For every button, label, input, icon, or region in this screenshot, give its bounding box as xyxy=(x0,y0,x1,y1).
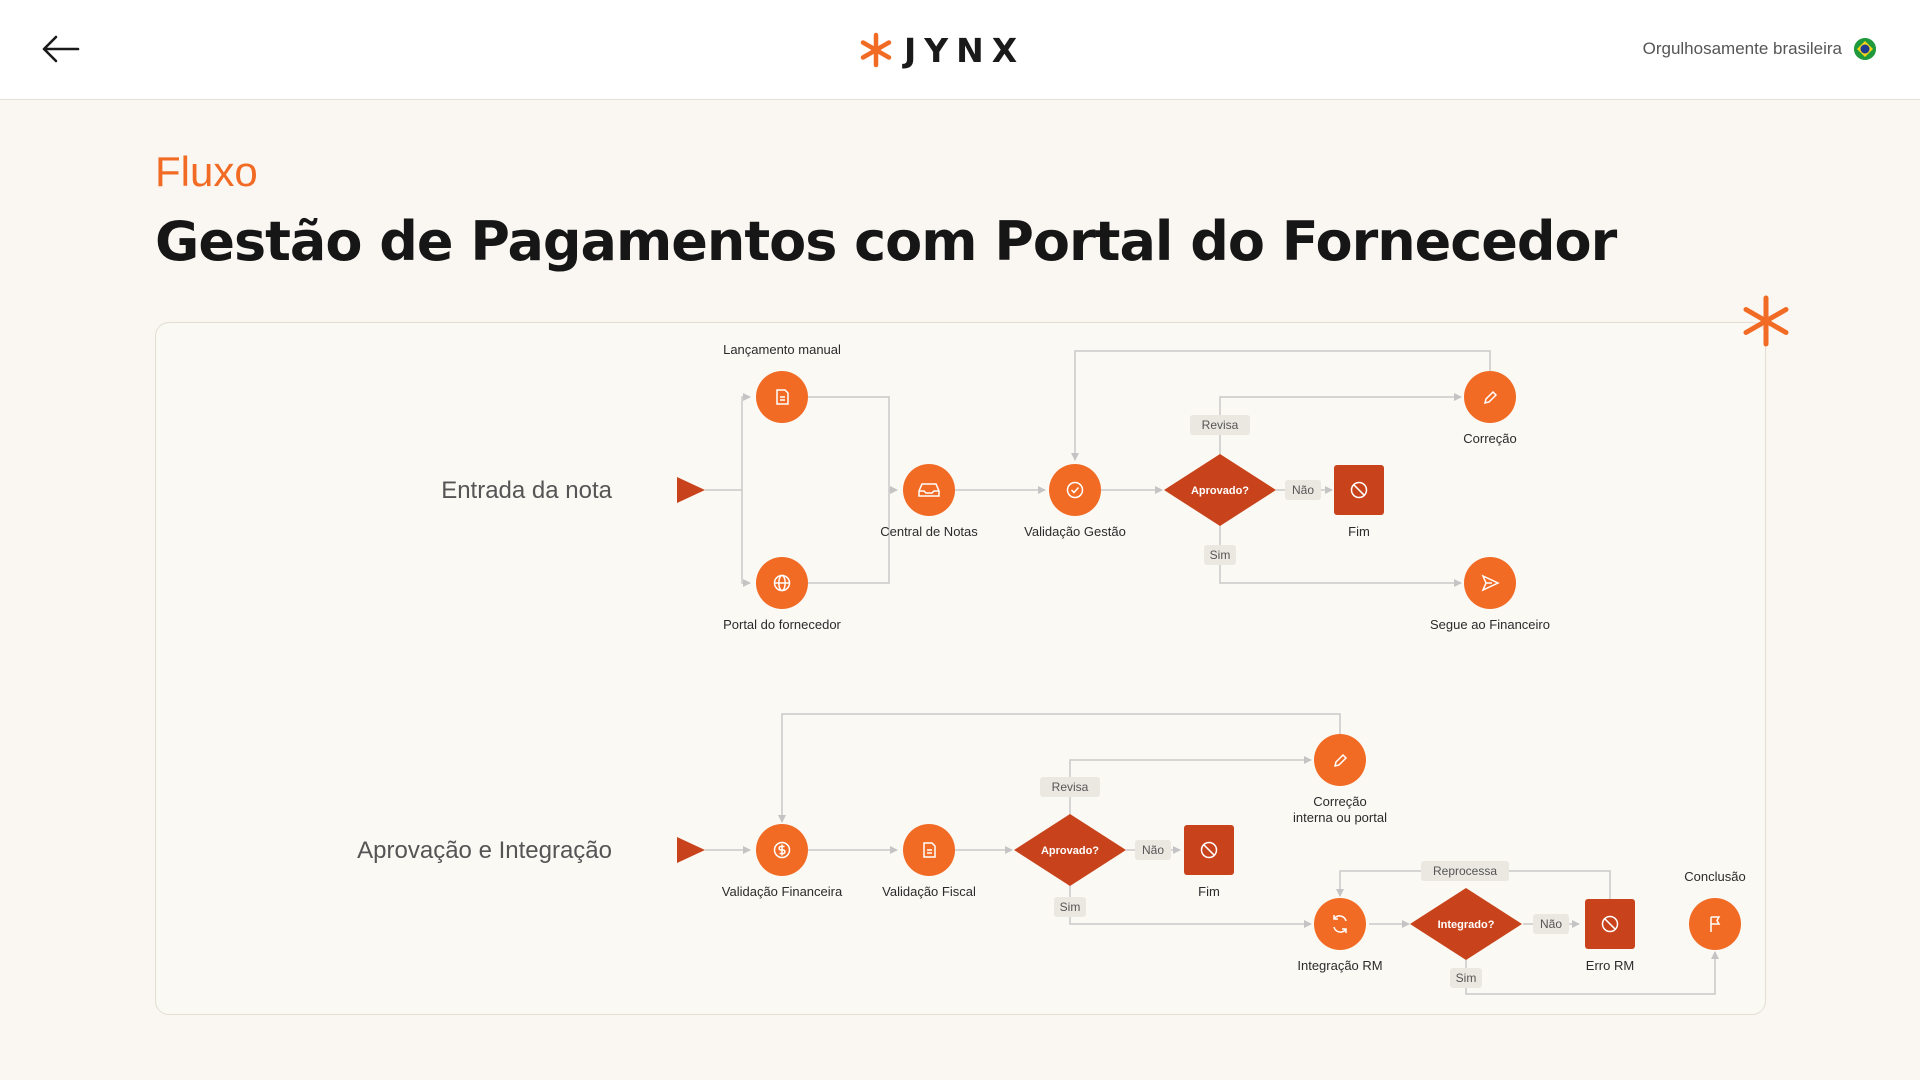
block-icon xyxy=(1200,841,1218,859)
node-correcao[interactable]: Correção xyxy=(1463,371,1517,446)
node-portal-fornecedor[interactable]: Portal do fornecedor xyxy=(723,557,842,632)
node-label: Validação Gestão xyxy=(1024,524,1126,539)
lane-label-aprovacao: Aprovação e Integração xyxy=(357,837,612,864)
svg-text:Sim: Sim xyxy=(1210,548,1231,562)
dollar-icon xyxy=(773,841,791,859)
node-label: Conclusão xyxy=(1684,869,1745,884)
refresh-icon xyxy=(1333,915,1347,933)
document-icon xyxy=(923,842,936,858)
node-label: Erro RM xyxy=(1586,958,1634,973)
node-validacao-financeira[interactable]: Validação Financeira xyxy=(722,824,843,899)
node-label: Correção xyxy=(1313,794,1366,809)
asterisk-logo-icon xyxy=(860,32,892,68)
edge-aprovado-integracao xyxy=(1069,885,1312,928)
back-arrow-icon[interactable] xyxy=(40,32,80,66)
edge-correcao-validacao xyxy=(1071,350,1491,461)
node-validacao-gestao[interactable]: Validação Gestão xyxy=(1024,464,1126,539)
decorative-asterisk-icon xyxy=(1743,295,1789,347)
edge-label-nao-3: Não xyxy=(1533,914,1569,934)
node-fim-2[interactable]: Fim xyxy=(1184,825,1234,899)
node-label: Central de Notas xyxy=(880,524,978,539)
node-label: Lançamento manual xyxy=(723,342,841,357)
edge-aprovado-correcao2 xyxy=(1069,756,1312,815)
start-marker-lane-1 xyxy=(677,477,705,503)
flag-icon xyxy=(1710,916,1721,932)
svg-text:Sim: Sim xyxy=(1060,900,1081,914)
decision-integrado[interactable]: Integrado? xyxy=(1410,888,1522,960)
start-marker-lane-2 xyxy=(677,837,705,863)
edge-correcao2-valfin xyxy=(778,713,1341,823)
node-lancamento-manual[interactable]: Lançamento manual xyxy=(723,342,841,423)
edge-label-revisa-2: Revisa xyxy=(1040,777,1100,797)
node-segue-financeiro[interactable]: Segue ao Financeiro xyxy=(1430,557,1550,632)
top-bar: JYNX Orgulhosamente brasileira xyxy=(0,0,1920,100)
logo[interactable]: JYNX xyxy=(858,28,1025,72)
connectors-lane-1 xyxy=(705,350,1491,587)
block-icon xyxy=(1350,481,1368,499)
connectors-lane-2 xyxy=(705,713,1719,995)
edge-aprovado-correcao xyxy=(1219,393,1462,455)
edge-label-sim-2: Sim xyxy=(1054,897,1086,917)
node-label: Validação Financeira xyxy=(722,884,843,899)
edge-start-portal xyxy=(741,490,751,587)
node-fim-1[interactable]: Fim xyxy=(1334,465,1384,539)
decision-label: Aprovado? xyxy=(1191,485,1249,497)
edge-lancamento-central xyxy=(808,396,898,494)
tagline-group: Orgulhosamente brasileira xyxy=(1643,38,1876,60)
block-icon xyxy=(1601,915,1619,933)
edge-start-lancamento xyxy=(705,393,751,491)
edge-portal-central xyxy=(808,490,890,584)
svg-text:Reprocessa: Reprocessa xyxy=(1433,864,1497,878)
svg-text:Sim: Sim xyxy=(1456,971,1477,985)
check-circle-icon xyxy=(1066,481,1084,499)
edge-label-nao-1: Não xyxy=(1285,480,1321,500)
node-label: Validação Fiscal xyxy=(882,884,976,899)
node-label: Fim xyxy=(1198,884,1220,899)
svg-text:Não: Não xyxy=(1540,917,1562,931)
edge-label-revisa-1: Revisa xyxy=(1190,415,1250,435)
node-label: Correção xyxy=(1463,431,1516,446)
decision-label: Aprovado? xyxy=(1041,845,1099,857)
decision-aprovado-1[interactable]: Aprovado? xyxy=(1164,454,1276,526)
node-validacao-fiscal[interactable]: Validação Fiscal xyxy=(882,824,976,899)
eyebrow: Fluxo xyxy=(155,148,258,195)
svg-text:Revisa: Revisa xyxy=(1202,418,1239,432)
node-label: Portal do fornecedor xyxy=(723,617,841,632)
node-label: Segue ao Financeiro xyxy=(1430,617,1550,632)
decision-aprovado-2[interactable]: Aprovado? xyxy=(1014,814,1126,886)
pencil-icon xyxy=(1333,753,1348,768)
pencil-icon xyxy=(1483,390,1498,405)
edge-label-sim-3: Sim xyxy=(1450,968,1482,988)
page-title: Gestão de Pagamentos com Portal do Forne… xyxy=(155,210,1617,273)
edge-aprovado-segue xyxy=(1219,525,1462,587)
document-icon xyxy=(776,389,789,405)
decision-label: Integrado? xyxy=(1438,919,1495,931)
lane-label-entrada: Entrada da nota xyxy=(441,477,612,504)
logo-text: JYNX xyxy=(904,30,1026,70)
brazil-flag-icon xyxy=(1854,38,1876,60)
edge-label-nao-2: Não xyxy=(1135,840,1171,860)
inbox-icon xyxy=(918,483,940,497)
node-label: Integração RM xyxy=(1297,958,1382,973)
svg-text:Não: Não xyxy=(1292,483,1314,497)
node-correcao-interna-portal[interactable]: Correção interna ou portal xyxy=(1293,734,1387,825)
node-label: interna ou portal xyxy=(1293,810,1387,825)
send-icon xyxy=(1481,574,1500,592)
node-erro-rm[interactable]: Erro RM xyxy=(1585,899,1635,973)
node-conclusao[interactable]: Conclusão xyxy=(1684,869,1746,950)
flow-card xyxy=(155,322,1766,1015)
node-label: Fim xyxy=(1348,524,1370,539)
edge-label-reprocessa: Reprocessa xyxy=(1421,861,1509,881)
svg-text:Revisa: Revisa xyxy=(1052,780,1089,794)
svg-text:Não: Não xyxy=(1142,843,1164,857)
node-integracao-rm[interactable]: Integração RM xyxy=(1297,898,1383,973)
tagline: Orgulhosamente brasileira xyxy=(1642,39,1842,58)
edge-label-sim-1: Sim xyxy=(1204,545,1236,565)
node-central-notas[interactable]: Central de Notas xyxy=(880,464,978,539)
globe-icon xyxy=(773,574,791,592)
